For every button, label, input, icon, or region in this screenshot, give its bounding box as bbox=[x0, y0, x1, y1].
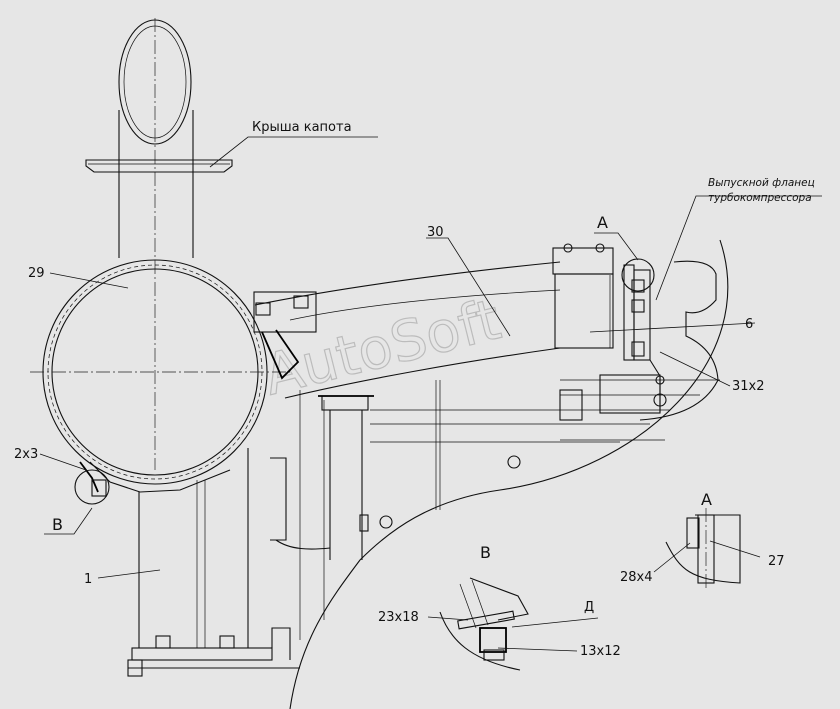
support-column bbox=[127, 448, 300, 677]
detail-view-a bbox=[665, 508, 741, 590]
turbo-clamp bbox=[552, 243, 614, 349]
turbo-flange bbox=[621, 258, 719, 421]
label-hood-roof: Крыша капота bbox=[252, 120, 352, 135]
label-item-29: 29 bbox=[28, 266, 45, 281]
label-flange-line2: турбокомпрессора bbox=[708, 192, 812, 204]
label-item-30: 30 bbox=[427, 225, 444, 240]
watermark: AutoSoft bbox=[258, 287, 507, 408]
hood-roof bbox=[85, 159, 233, 173]
label-item-31: 31x2 bbox=[732, 379, 765, 394]
label-view-a-marker: A bbox=[597, 213, 608, 232]
exhaust-stack bbox=[118, 18, 194, 470]
detail-view-b bbox=[439, 577, 529, 671]
label-item-23: 23x18 bbox=[378, 610, 419, 625]
label-view-b-marker: B bbox=[52, 515, 63, 534]
label-item-2: 2x3 bbox=[14, 447, 38, 462]
engine-block bbox=[270, 239, 729, 709]
label-view-a-title: A bbox=[701, 490, 712, 509]
muffler bbox=[30, 259, 290, 485]
leader-lines bbox=[39, 136, 822, 652]
label-item-6: 6 bbox=[745, 317, 753, 332]
label-d-mark: Д bbox=[584, 600, 594, 615]
label-item-28: 28x4 bbox=[620, 570, 653, 585]
label-view-b-title: B bbox=[480, 543, 491, 562]
label-item-1: 1 bbox=[84, 572, 92, 587]
label-item-27: 27 bbox=[768, 554, 785, 569]
exhaust-pipe bbox=[253, 261, 561, 399]
label-flange-line1: Выпускной фланец bbox=[708, 177, 815, 189]
label-item-13: 13x12 bbox=[580, 644, 621, 659]
